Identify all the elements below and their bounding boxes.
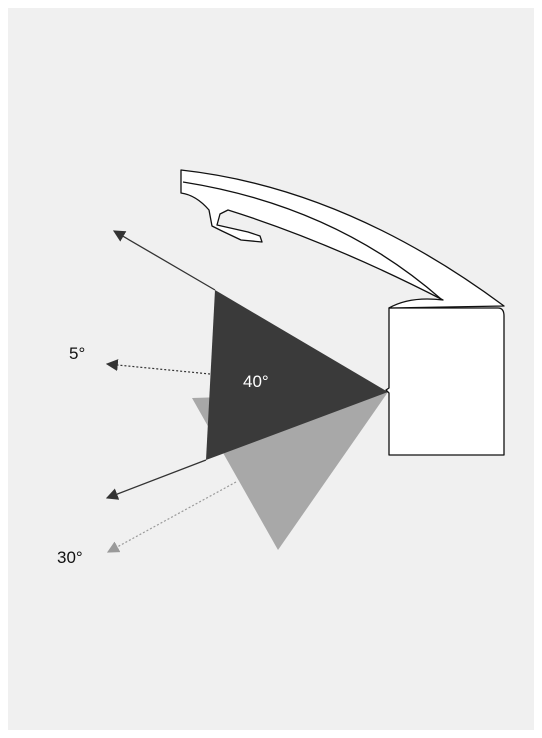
five-degree-arrow	[105, 359, 211, 375]
spout-edge	[182, 181, 442, 300]
lower-angle-label: 30°	[57, 548, 83, 567]
upper-angle-label: 5°	[69, 344, 86, 363]
upper-boundary-arrow	[112, 230, 216, 291]
faucet-body	[385, 307, 505, 456]
faucet-spout	[180, 169, 505, 309]
basin-faucet-icon	[180, 169, 505, 456]
dark-spray-cone	[206, 290, 388, 460]
main-angle-label: 40°	[243, 372, 269, 391]
thirty-degree-arrow	[106, 481, 237, 553]
lower-boundary-arrow	[105, 459, 207, 500]
